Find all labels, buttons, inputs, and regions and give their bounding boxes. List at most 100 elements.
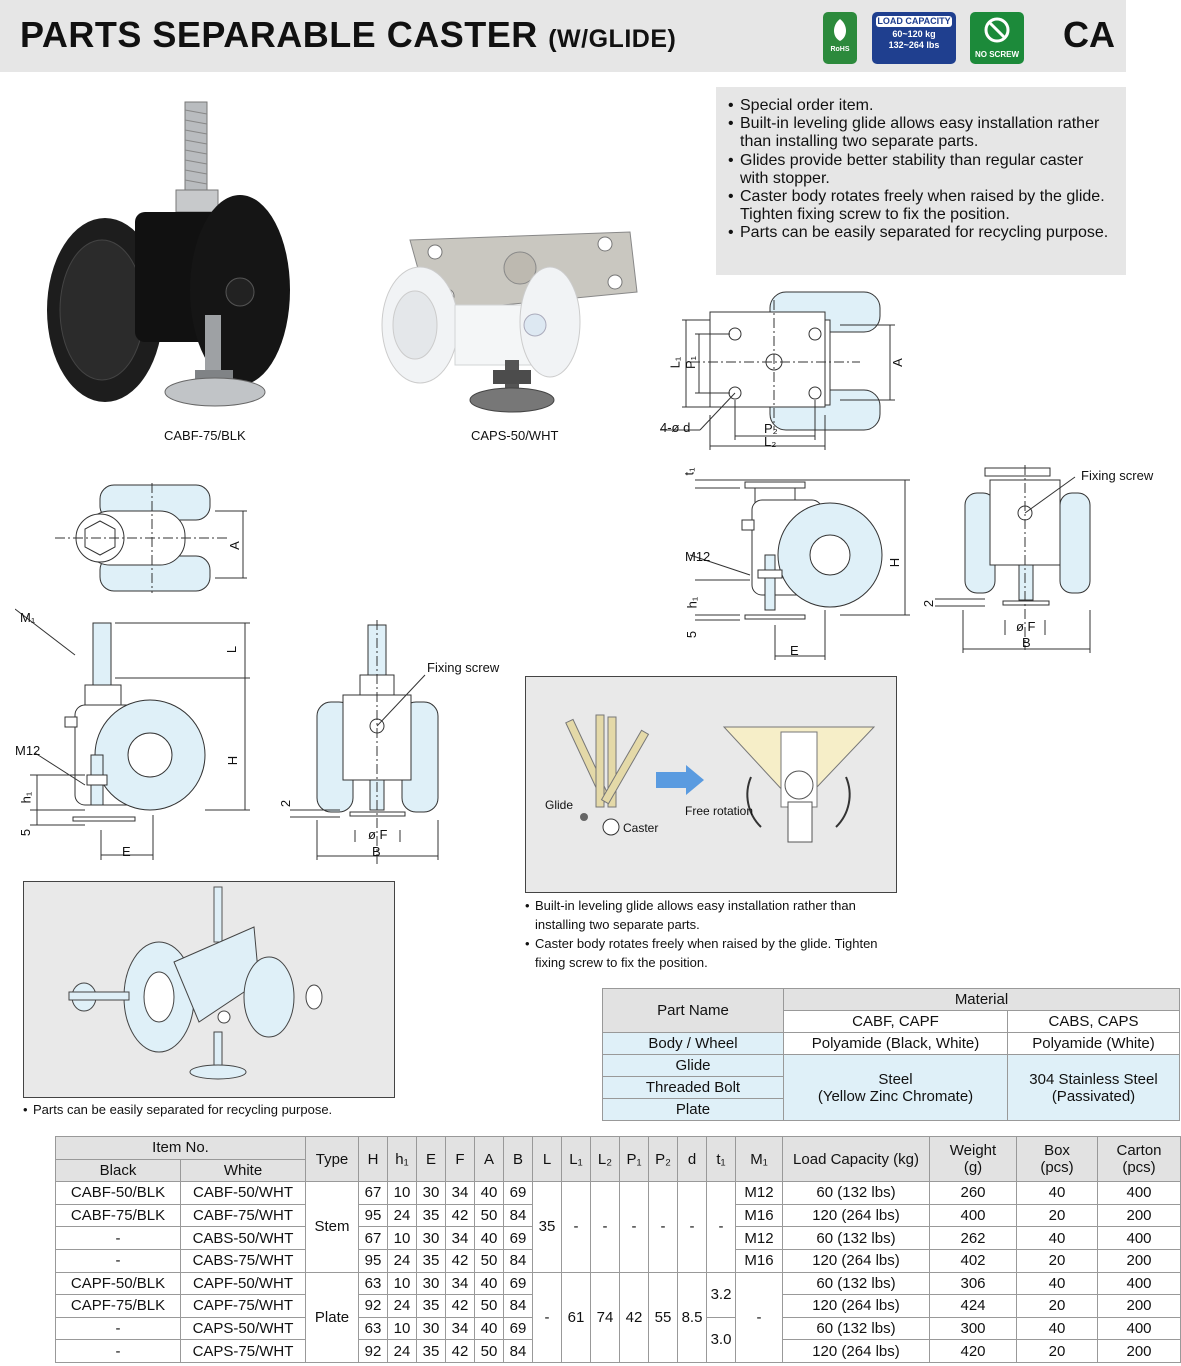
exploded-view-illustration xyxy=(68,886,323,1080)
table-cell: Black xyxy=(55,1158,181,1183)
table-cell: CAPF-50/BLK xyxy=(55,1271,181,1296)
table-cell: 400 xyxy=(1097,1226,1181,1250)
table-cell: 120 (264 lbs) xyxy=(782,1294,930,1318)
table-cell: 10 xyxy=(387,1226,417,1250)
dim-label-M1: M₁ xyxy=(20,610,36,625)
table-cell: 35 xyxy=(532,1181,562,1273)
mat-body-c2: Polyamide (White) xyxy=(1007,1032,1180,1055)
dim-label-L1: L₁ xyxy=(667,356,683,369)
table-cell: P₁ xyxy=(619,1135,649,1183)
note-item: Caster body rotates freely when raised b… xyxy=(525,934,905,972)
mat-head-material: Material xyxy=(783,988,1180,1011)
mat-row-bolt: Threaded Bolt xyxy=(602,1076,784,1099)
photo-caption-right: CAPS-50/WHT xyxy=(471,428,559,443)
feature-list: Special order item. Built-in leveling gl… xyxy=(716,87,1126,275)
table-cell: 30 xyxy=(416,1271,446,1296)
mat-row-plate: Plate xyxy=(602,1098,784,1121)
table-cell: 42 xyxy=(445,1339,475,1363)
table-cell: 35 xyxy=(416,1203,446,1228)
dim-label-M12-plate: M12 xyxy=(685,549,711,564)
table-cell: 40 xyxy=(474,1226,504,1250)
table-cell: CABF-50/WHT xyxy=(180,1181,306,1205)
table-cell: 69 xyxy=(503,1271,533,1296)
table-cell: E xyxy=(416,1135,446,1183)
table-cell: 67 xyxy=(358,1226,388,1250)
table-cell: 24 xyxy=(387,1294,417,1318)
drawing-side-view-stem xyxy=(15,608,250,860)
dim-label-E: E xyxy=(122,844,131,859)
dim-label-A: A xyxy=(226,541,242,550)
mat-body-c1: Polyamide (Black, White) xyxy=(783,1032,1008,1055)
dim-label-2: 2 xyxy=(278,799,294,808)
table-cell: 30 xyxy=(416,1316,446,1341)
table-cell: F xyxy=(445,1135,475,1183)
mat-steel: Steel(Yellow Zinc Chromate) xyxy=(783,1054,1008,1121)
table-cell: 40 xyxy=(474,1316,504,1341)
note-item: Built-in leveling glide allows easy inst… xyxy=(525,896,905,934)
rohs-badge: RoHS xyxy=(823,12,857,64)
table-cell: 84 xyxy=(503,1294,533,1318)
table-cell: 402 xyxy=(929,1248,1017,1273)
feature-item: Parts can be easily separated for recycl… xyxy=(728,224,1116,242)
table-cell: 24 xyxy=(387,1339,417,1363)
label-glide: Glide xyxy=(545,798,574,812)
dim-label-h1: h₁ xyxy=(18,791,34,804)
table-cell: 306 xyxy=(929,1271,1017,1296)
table-cell: L xyxy=(532,1135,562,1183)
table-cell: 400 xyxy=(1097,1316,1181,1341)
table-cell: 300 xyxy=(929,1316,1017,1341)
drawing-top-view-stem xyxy=(55,483,247,593)
dim-label-P1: P₁ xyxy=(683,355,699,370)
table-cell: 50 xyxy=(474,1248,504,1273)
table-cell: 400 xyxy=(1097,1271,1181,1296)
table-cell: 34 xyxy=(445,1181,475,1205)
table-cell: 74 xyxy=(590,1271,620,1363)
dim-label-B-plate: B xyxy=(1022,635,1031,650)
table-cell: 60 (132 lbs) xyxy=(782,1271,930,1296)
table-cell: B xyxy=(503,1135,533,1183)
table-cell: 42 xyxy=(445,1294,475,1318)
table-cell: d xyxy=(677,1135,707,1183)
table-cell: 95 xyxy=(358,1248,388,1273)
dim-label-E-plate: E xyxy=(790,643,799,658)
table-cell: - xyxy=(532,1271,562,1363)
table-cell: M₁ xyxy=(735,1135,783,1183)
rotation-illustration xyxy=(565,714,876,843)
table-cell: 50 xyxy=(474,1203,504,1228)
dim-label-5-plate: 5 xyxy=(684,630,700,639)
table-cell: - xyxy=(619,1181,649,1273)
table-cell: - xyxy=(706,1181,736,1273)
photo-white-plate-caster xyxy=(381,231,638,413)
table-cell: - xyxy=(590,1181,620,1273)
table-cell: CAPF-75/BLK xyxy=(55,1294,181,1318)
table-cell: H xyxy=(358,1135,388,1183)
table-cell: - xyxy=(55,1316,181,1341)
table-cell: 120 (264 lbs) xyxy=(782,1248,930,1273)
dim-label-5: 5 xyxy=(18,828,34,837)
rotation-illustration-panel: Glide Caster Free rotation xyxy=(525,676,897,893)
table-cell: 24 xyxy=(387,1203,417,1228)
table-cell: - xyxy=(648,1181,678,1273)
spec-table: Item No. Type H h₁ E F A B L L₁ L₂ P₁ P₂… xyxy=(55,1135,1181,1363)
table-cell: 35 xyxy=(416,1248,446,1273)
table-cell: 40 xyxy=(1016,1271,1098,1296)
table-cell: 10 xyxy=(387,1271,417,1296)
table-cell: h₁ xyxy=(387,1135,417,1183)
table-cell: M12 xyxy=(735,1226,783,1250)
table-cell: 8.5 xyxy=(677,1271,707,1363)
table-cell: t₁ xyxy=(706,1135,736,1183)
table-cell: 40 xyxy=(1016,1181,1098,1205)
dim-label-2-plate: 2 xyxy=(921,599,937,608)
feature-item: Built-in leveling glide allows easy inst… xyxy=(728,115,1116,151)
table-cell: 24 xyxy=(387,1248,417,1273)
table-cell: 400 xyxy=(929,1203,1017,1228)
load-capacity-badge: LOAD CAPACITY 60~120 kg 132~264 lbs xyxy=(872,12,956,64)
exploded-note: Parts can be easily separated for recycl… xyxy=(23,1100,332,1119)
dim-label-F-plate: ø F xyxy=(1016,619,1036,634)
table-cell: 69 xyxy=(503,1316,533,1341)
mat-col-2: CABS, CAPS xyxy=(1007,1010,1180,1033)
dim-label-A-plate: A xyxy=(889,358,905,367)
table-cell: 42 xyxy=(445,1203,475,1228)
